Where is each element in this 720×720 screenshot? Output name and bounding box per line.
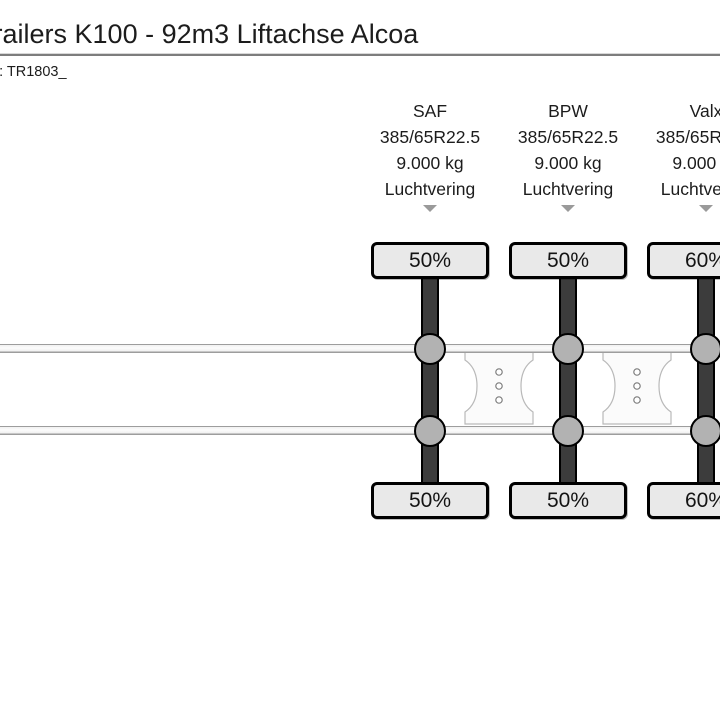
axle-brand-label: SAF [412, 101, 448, 121]
axle-spec-block: SAF 385/65R22.5 9.000 kg Luchtvering [360, 98, 500, 202]
axle-column-saf: SAF 385/65R22.5 9.000 kg Luchtvering 50%… [360, 88, 500, 720]
chassis-rail-bottom [0, 426, 720, 435]
wheel-hub-bottom [552, 415, 584, 447]
axle-spec-block: BPW 385/65R22.5 9.000 kg Luchtvering [498, 98, 638, 202]
page-title: n Trailers K100 - 92m3 Liftachse Alcoa [0, 19, 419, 49]
tyre-wear-badge-bottom[interactable]: 50% [371, 482, 489, 519]
axle-column-bpw: BPW 385/65R22.5 9.000 kg Luchtvering 50%… [498, 88, 638, 720]
tyre-wear-badge-top[interactable]: 50% [371, 242, 489, 279]
wheel-hub-bottom [414, 415, 446, 447]
axle-spec-block: Valx 385/65R22.5 9.000 kg Luchtvering [636, 98, 720, 202]
chevron-down-icon[interactable] [699, 205, 713, 212]
tyre-wear-badge-bottom[interactable]: 60% [647, 482, 720, 519]
axle-bar [421, 264, 439, 518]
wheel-hub-top [414, 333, 446, 365]
tyre-wear-badge-bottom[interactable]: 50% [509, 482, 627, 519]
axle-tyre-size-label: 385/65R22.5 [517, 127, 619, 147]
tyre-wear-badge-top[interactable]: 60% [647, 242, 720, 279]
axle-capacity-label: 9.000 kg [534, 153, 602, 173]
axle-tyre-size-label: 385/65R22.5 [379, 127, 481, 147]
axle-capacity-label: 9.000 kg [672, 153, 720, 173]
page-subtitle-chassis-number: ummer: TR1803_ [0, 64, 67, 80]
axle-brand-label: Valx [689, 101, 720, 121]
axle-connector-plate [599, 346, 675, 426]
wheel-hub-top [690, 333, 720, 365]
wheel-hub-bottom [690, 415, 720, 447]
header-divider [0, 53, 720, 56]
page-header: n Trailers K100 - 92m3 Liftachse Alcoa u… [0, 0, 720, 88]
wheel-hub-top [552, 333, 584, 365]
axle-suspension-label: Luchtvering [522, 179, 614, 199]
axle-tyre-size-label: 385/65R22.5 [655, 127, 720, 147]
axle-capacity-label: 9.000 kg [396, 153, 464, 173]
trailer-axle-diagram: SAF 385/65R22.5 9.000 kg Luchtvering 50%… [0, 88, 720, 720]
axle-suspension-label: Luchtvering [384, 179, 476, 199]
axle-suspension-label: Luchtvering [660, 179, 720, 199]
chassis-rail-top [0, 344, 720, 353]
axle-connector-plate [461, 346, 537, 426]
axle-bar [697, 264, 715, 518]
axle-column-valx: Valx 385/65R22.5 9.000 kg Luchtvering 60… [636, 88, 720, 720]
axle-brand-label: BPW [548, 101, 588, 121]
chevron-down-icon[interactable] [561, 205, 575, 212]
axle-bar [559, 264, 577, 518]
chevron-down-icon[interactable] [423, 205, 437, 212]
tyre-wear-badge-top[interactable]: 50% [509, 242, 627, 279]
